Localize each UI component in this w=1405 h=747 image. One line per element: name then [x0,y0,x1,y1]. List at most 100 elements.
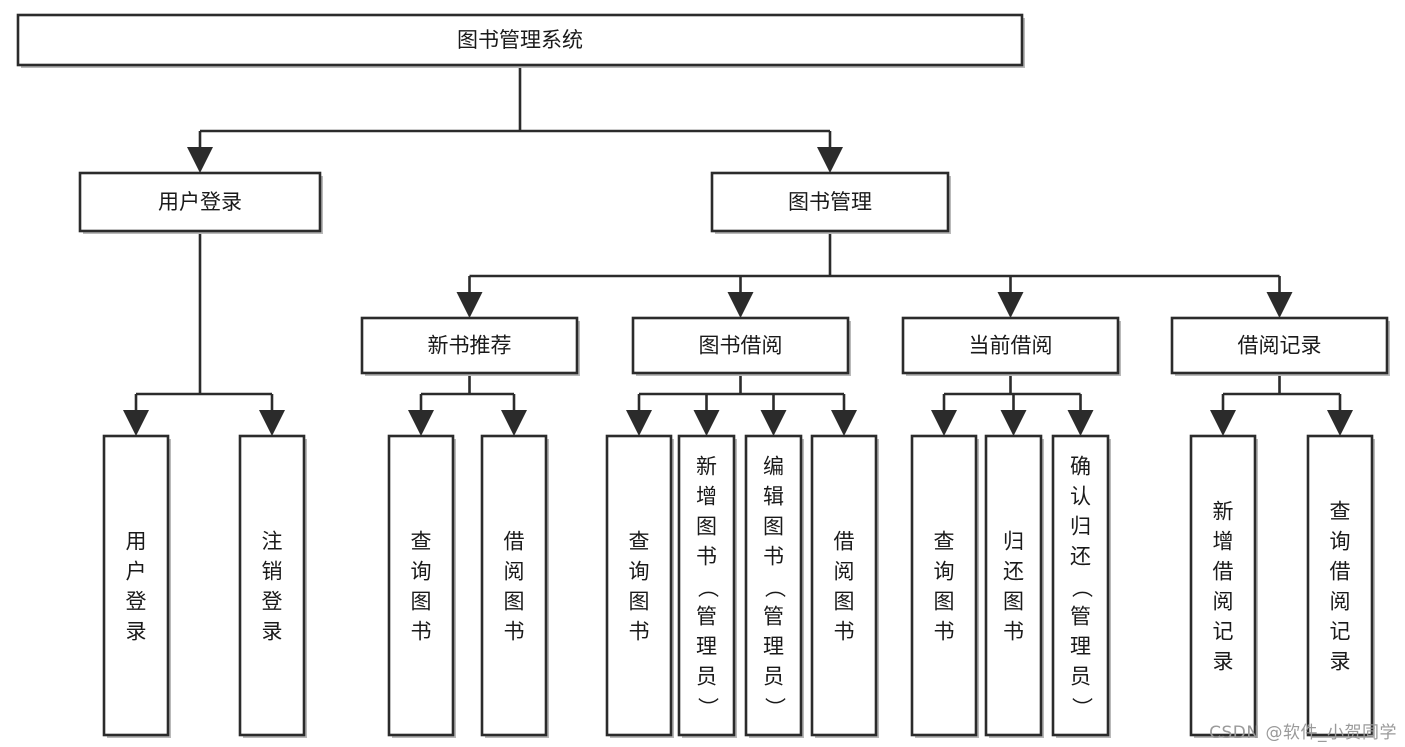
svg-text:理: 理 [696,635,717,659]
svg-text:询: 询 [934,560,955,584]
svg-text:管: 管 [763,605,784,629]
svg-text:管: 管 [1070,605,1091,629]
svg-text:书: 书 [629,620,650,644]
svg-text:借: 借 [1330,560,1351,584]
arrow-head [501,410,527,436]
svg-text:图: 图 [1003,590,1024,614]
arrow-head [760,410,787,436]
svg-text:）: ） [1070,697,1094,718]
svg-text:阅: 阅 [504,560,525,584]
arrow-head [693,410,720,436]
node-label-l3_record: 借阅记录 [1238,334,1322,358]
svg-text:书: 书 [763,545,784,569]
svg-text:书: 书 [934,620,955,644]
svg-text:登: 登 [262,590,283,614]
svg-text:图: 图 [504,590,525,614]
svg-text:还: 还 [1070,545,1091,569]
svg-text:图: 图 [411,590,432,614]
svg-text:询: 询 [629,560,650,584]
node-label-l3_current: 当前借阅 [969,334,1053,358]
arrow-head [1266,292,1293,318]
node-box-l4_c3[interactable] [744,434,803,737]
svg-text:户: 户 [126,560,147,584]
node-box-l4_a1[interactable] [102,434,170,737]
svg-text:归: 归 [1003,530,1024,554]
svg-text:借: 借 [834,530,855,554]
arrow-head [931,410,957,436]
node-box-l4_a2[interactable] [238,434,306,737]
svg-text:增: 增 [1213,530,1234,554]
svg-text:查: 查 [934,530,955,554]
node-box-l4_c2[interactable] [677,434,736,737]
svg-text:）: ） [696,697,720,718]
svg-text:员: 员 [696,665,717,689]
svg-text:阅: 阅 [1330,590,1351,614]
node-box-l3_current[interactable] [901,316,1120,375]
svg-text:辑: 辑 [763,485,784,509]
node-box-l4_e2[interactable] [1306,434,1374,737]
svg-text:理: 理 [763,635,784,659]
svg-text:图: 图 [696,515,717,539]
node-label-l3_new: 新书推荐 [428,334,512,358]
svg-text:借: 借 [504,530,525,554]
node-label-l2_book: 图书管理 [788,190,872,214]
node-box-l4_d3[interactable] [1051,434,1110,737]
node-box-l3_borrow[interactable] [631,316,850,375]
node-box-l2_user[interactable] [78,171,322,233]
svg-text:图: 图 [763,515,784,539]
arrow-head [831,410,857,436]
arrow-head [259,410,285,436]
node-label-l2_user: 用户登录 [158,190,242,214]
node-box-l4_d1[interactable] [910,434,978,737]
svg-text:查: 查 [411,530,432,554]
svg-text:图: 图 [934,590,955,614]
node-box-l4_c4[interactable] [810,434,878,737]
svg-text:查: 查 [1330,500,1351,524]
node-box-l4_c1[interactable] [605,434,673,737]
arrow-head [997,292,1024,318]
node-box-l3_record[interactable] [1170,316,1389,375]
svg-text:理: 理 [1070,635,1091,659]
svg-text:销: 销 [262,560,283,584]
arrow-head [727,292,754,318]
svg-text:书: 书 [834,620,855,644]
node-box-l4_e1[interactable] [1189,434,1257,737]
node-box-l3_new[interactable] [360,316,579,375]
arrow-head [626,410,652,436]
node-layer: 图书管理系统用户登录图书管理新书推荐图书借阅当前借阅借阅记录用户登录注销登录查询… [16,13,1390,738]
svg-text:（: （ [1070,577,1094,598]
node-box-l4_d2[interactable] [984,434,1043,737]
svg-text:借: 借 [1213,560,1234,584]
svg-text:（: （ [696,577,720,598]
arrow-head [817,147,843,173]
node-box-l4_b1[interactable] [387,434,455,737]
svg-text:用: 用 [126,530,147,554]
svg-text:增: 增 [696,485,717,509]
svg-text:阅: 阅 [834,560,855,584]
svg-text:记: 记 [1213,620,1234,644]
svg-text:录: 录 [1213,650,1234,674]
svg-text:员: 员 [1070,665,1091,689]
node-box-l2_book[interactable] [710,171,950,233]
svg-text:书: 书 [1003,620,1024,644]
svg-text:询: 询 [1330,530,1351,554]
svg-text:员: 员 [763,665,784,689]
arrow-head [1210,410,1236,436]
node-box-l4_b2[interactable] [480,434,548,737]
svg-text:管: 管 [696,605,717,629]
svg-text:书: 书 [696,545,717,569]
svg-text:记: 记 [1330,620,1351,644]
node-box-root[interactable] [16,13,1024,67]
arrow-head [1000,410,1027,436]
svg-text:确: 确 [1070,455,1091,479]
svg-text:归: 归 [1070,515,1091,539]
